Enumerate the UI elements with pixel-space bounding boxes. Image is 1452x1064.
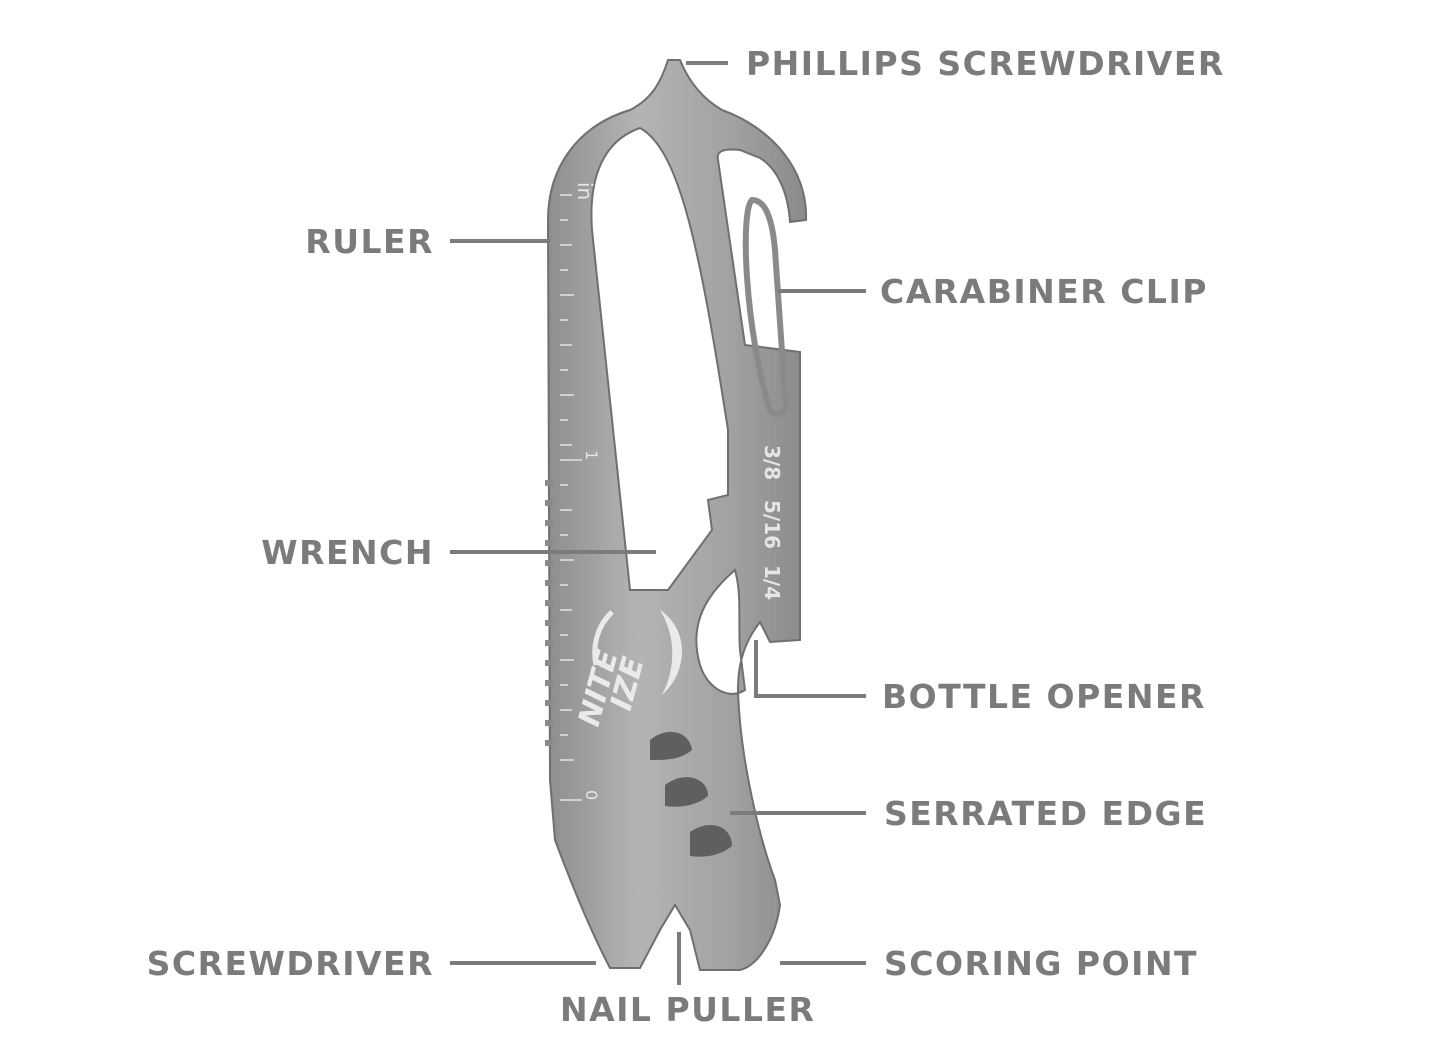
- label-scoring-point: SCORING POINT: [884, 944, 1199, 983]
- brand-logo-crescent: [660, 610, 682, 695]
- carabiner-wire-gate: [742, 196, 790, 417]
- brand-logo-swoosh: [592, 610, 614, 666]
- side-grip-ridges: [545, 480, 553, 746]
- label-phillips-screwdriver: PHILLIPS SCREWDRIVER: [746, 44, 1225, 83]
- serrated-teeth: [650, 731, 732, 857]
- label-ruler: RULER: [305, 222, 434, 261]
- wrench-size-5-16: 5/16: [760, 500, 784, 549]
- label-wrench: WRENCH: [261, 533, 434, 572]
- label-bottle-opener: BOTTLE OPENER: [882, 677, 1206, 716]
- wrench-size-3-8: 3/8: [760, 445, 784, 480]
- leader-bottle-opener: [754, 640, 866, 698]
- tool-body: [546, 59, 808, 971]
- label-serrated-edge: SERRATED EDGE: [884, 794, 1208, 833]
- wrench-size-1-4: 1/4: [760, 565, 784, 600]
- label-nail-puller: NAIL PULLER: [560, 990, 816, 1029]
- ruler-ticks: [560, 194, 582, 801]
- ruler-mark-1-text: 1: [582, 450, 601, 460]
- label-screwdriver: SCREWDRIVER: [146, 944, 434, 983]
- ruler-mark-0-text: 0: [582, 790, 601, 800]
- label-carabiner-clip: CARABINER CLIP: [880, 272, 1208, 311]
- ruler-unit-text: in: [573, 182, 597, 200]
